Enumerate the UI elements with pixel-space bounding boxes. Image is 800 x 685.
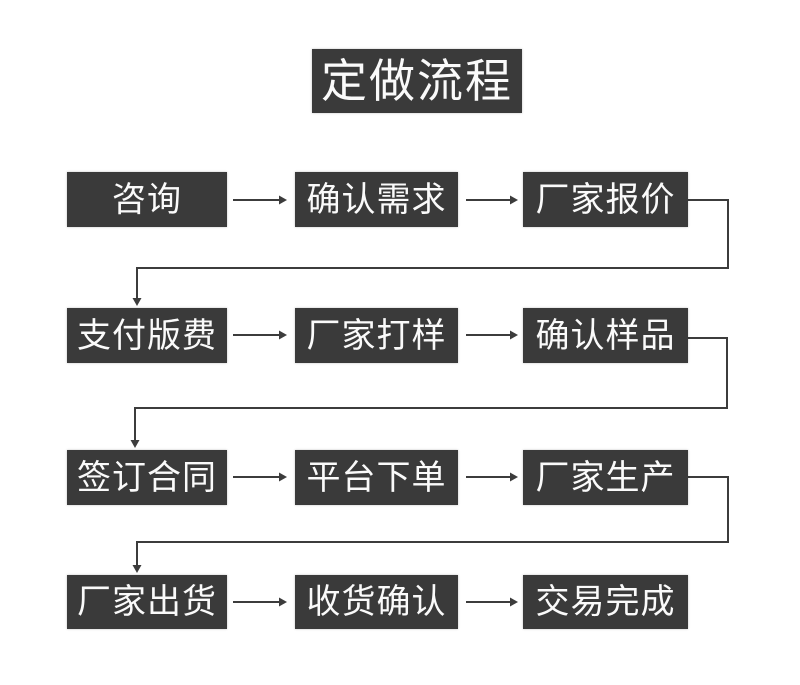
step-factory-production: 厂家生产 <box>523 450 688 505</box>
step-factory-sampling: 厂家打样 <box>295 308 458 363</box>
wrap-connector-row1-row2 <box>132 199 729 306</box>
step-transaction-complete: 交易完成 <box>523 575 688 629</box>
wrap-connector-row3-row4 <box>132 476 729 573</box>
flowchart-title: 定做流程 <box>312 49 522 113</box>
step-factory-quote: 厂家报价 <box>523 172 688 227</box>
step-factory-shipment: 厂家出货 <box>67 575 227 629</box>
step-confirm-receipt: 收货确认 <box>295 575 458 629</box>
step-pay-plate-fee: 支付版费 <box>67 308 227 363</box>
step-confirm-sample: 确认样品 <box>523 308 688 363</box>
step-sign-contract: 签订合同 <box>67 450 227 505</box>
step-consultation: 咨询 <box>67 172 227 227</box>
step-confirm-requirements: 确认需求 <box>295 172 458 227</box>
step-platform-order: 平台下单 <box>295 450 458 505</box>
wrap-connector-row2-row3 <box>130 337 728 448</box>
